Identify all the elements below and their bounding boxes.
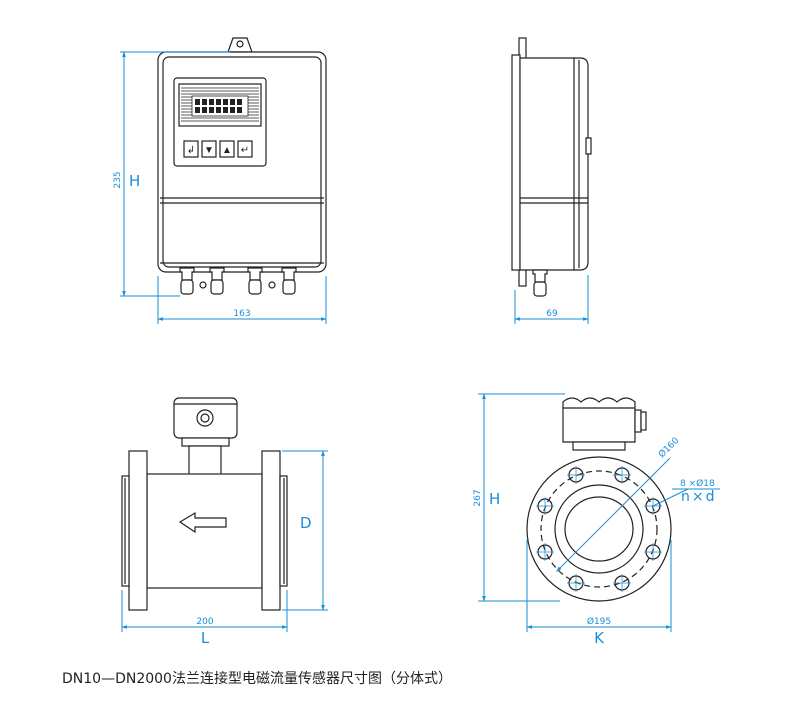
front-height-value: 235: [113, 171, 123, 188]
front-width-dimension: [157, 276, 327, 324]
front-height-dimension: [120, 51, 230, 297]
flange-height-value: 267: [473, 489, 483, 506]
flow-direction-arrow: [178, 511, 227, 534]
cable-glands: [179, 267, 297, 295]
flange-height-dimension: [478, 393, 565, 602]
keypad-buttons: ↲ ▼ ▲ ↵: [183, 140, 253, 158]
front-height-letter: H: [129, 172, 140, 190]
pipe-length-letter: L: [201, 629, 210, 647]
flange-height-letter: H: [489, 490, 500, 508]
pipe-diameter-dimension: [282, 450, 328, 611]
svg-text:↲: ↲: [187, 145, 195, 156]
side-view: [511, 37, 592, 297]
front-view: ↲ ▼ ▲ ↵: [157, 37, 327, 295]
bolt-spec-value: 8 ×Ø18: [680, 478, 715, 489]
outer-diameter-letter: K: [594, 629, 605, 647]
svg-text:▼: ▼: [204, 145, 214, 156]
side-depth-dimension: [514, 275, 589, 324]
pipe-length-dimension: [121, 590, 288, 632]
bolt-spec-letters: n×d: [681, 489, 717, 505]
outer-diameter-dimension: [526, 540, 672, 632]
svg-text:↵: ↵: [241, 145, 249, 156]
pipe-view: [121, 397, 288, 611]
flange-view: [526, 397, 672, 602]
outer-diameter-value: Ø195: [587, 616, 611, 627]
arrow-left-icon: [178, 511, 227, 534]
svg-text:▲: ▲: [222, 145, 232, 156]
pipe-diameter-letter: D: [300, 514, 312, 532]
side-depth-value: 69: [546, 309, 558, 319]
pipe-length-value: 200: [196, 617, 213, 627]
bolt-circle-dimension: [555, 457, 720, 573]
drawing-caption: DN10—DN2000法兰连接型电磁流量传感器尺寸图（分体式）: [62, 671, 452, 687]
front-width-value: 163: [233, 309, 250, 319]
bolt-circle-value: Ø160: [656, 435, 681, 460]
